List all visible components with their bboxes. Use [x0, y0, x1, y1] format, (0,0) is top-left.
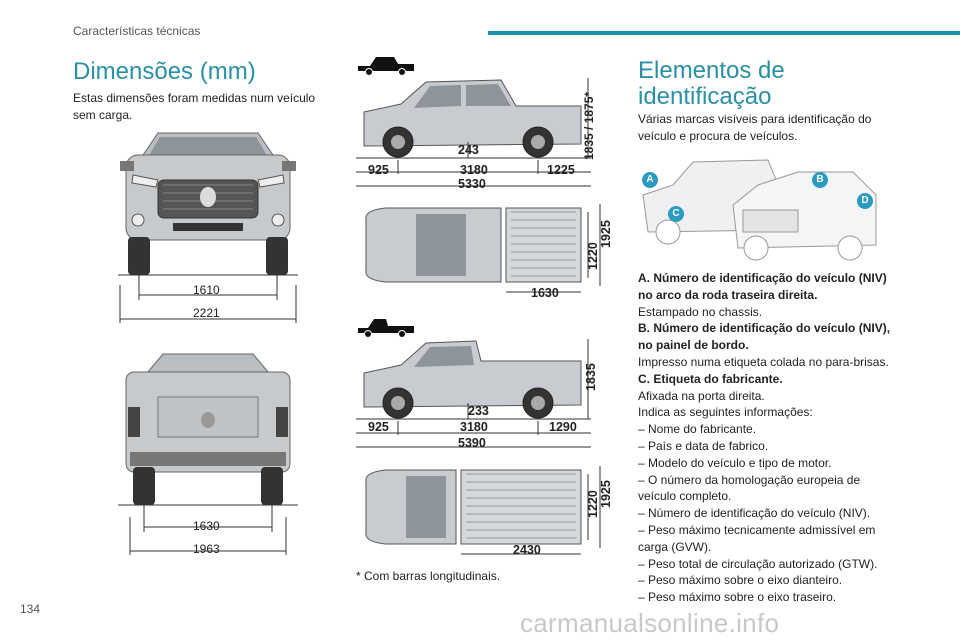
item-c-line: – Peso máximo tecnicamente admissível em…	[638, 522, 876, 554]
single-cab-top-diagram	[365, 466, 601, 555]
dc-clearance-label: 243	[458, 143, 479, 157]
item-c-line: – Peso máximo sobre o eixo traseiro.	[638, 590, 837, 605]
header-accent-bar	[488, 31, 960, 35]
item-c-line: – Número de identificação do veículo (NI…	[638, 506, 871, 521]
item-c-line: – Nome do fabricante.	[638, 422, 757, 437]
item-b-heading: B. Número de identificação do veículo (N…	[638, 321, 891, 353]
dc-front-overhang-label: 925	[368, 163, 389, 177]
rear-view-diagram	[118, 353, 298, 555]
sc-length-label: 5390	[458, 436, 486, 450]
watermark: carmanualsonline.info	[520, 608, 780, 638]
section-header: Características técnicas	[73, 24, 201, 38]
sc-rear-overhang-label: 1290	[549, 420, 577, 434]
rear-width-label: 1963	[193, 542, 220, 556]
marker-a: A	[642, 172, 658, 188]
dc-rear-overhang-label: 1225	[547, 163, 575, 177]
sc-clearance-label: 233	[468, 404, 489, 418]
front-track-label: 1610	[193, 283, 220, 297]
item-c-line: Afixada na porta direita.	[638, 388, 765, 403]
footnote: * Com barras longitudinais.	[356, 569, 501, 583]
identification-intro: Várias marcas visíveis para identificaçã…	[638, 112, 872, 143]
item-c-line: – Modelo do veículo e tipo de motor.	[638, 455, 832, 470]
dimensions-title: Dimensões (mm)	[73, 58, 256, 85]
sc-width-label: 1925	[599, 480, 613, 508]
marker-b: B	[812, 172, 828, 188]
front-width-label: 2221	[193, 306, 220, 320]
marker-c: C	[668, 206, 684, 222]
dc-width-label: 1925	[599, 220, 613, 248]
item-c-line: – O número da homologação europeia de ve…	[638, 472, 861, 504]
item-c-line: Indica as seguintes informações:	[638, 405, 813, 420]
double-cab-icon	[358, 57, 414, 76]
identification-diagram	[642, 159, 877, 261]
item-c-line: – País e data de fabrico.	[638, 438, 769, 453]
dimensions-intro: Estas dimensões foram medidas num veícul…	[73, 91, 316, 122]
rear-track-label: 1630	[193, 519, 220, 533]
marker-d: D	[857, 193, 873, 209]
dc-height-label: 1835 / 1875*	[582, 91, 596, 160]
page-number: 134	[20, 602, 41, 616]
sc-front-overhang-label: 925	[368, 420, 389, 434]
dc-box-length-label: 1630	[531, 286, 559, 300]
single-cab-side-diagram	[356, 339, 591, 448]
dc-length-label: 5330	[458, 177, 486, 191]
dc-box-width-label: 1220	[586, 242, 600, 270]
item-c-line: – Peso total de circulação autorizado (G…	[638, 556, 878, 571]
item-a-heading: A. Número de identificação do veículo (N…	[638, 271, 887, 302]
item-c-heading: C. Etiqueta do fabricante.	[638, 371, 783, 386]
sc-box-length-label: 2430	[513, 543, 541, 557]
item-a-line: Estampado no chassis.	[638, 304, 763, 319]
double-cab-top-diagram	[365, 204, 601, 293]
sc-box-width-label: 1220	[586, 490, 600, 518]
sc-wheelbase-label: 3180	[460, 420, 488, 434]
dc-wheelbase-label: 3180	[460, 163, 488, 177]
double-cab-side-diagram	[356, 78, 591, 187]
identification-list: A. Número de identificação do veículo (N…	[638, 270, 898, 606]
front-view-diagram	[118, 132, 298, 323]
identification-title: Elementos de identificação	[638, 57, 785, 110]
item-c-line: – Peso máximo sobre o eixo dianteiro.	[638, 573, 843, 588]
single-cab-icon	[358, 319, 414, 338]
sc-height-label: 1835	[584, 363, 598, 391]
item-b-line: Impresso numa etiqueta colada no para-br…	[638, 354, 889, 369]
